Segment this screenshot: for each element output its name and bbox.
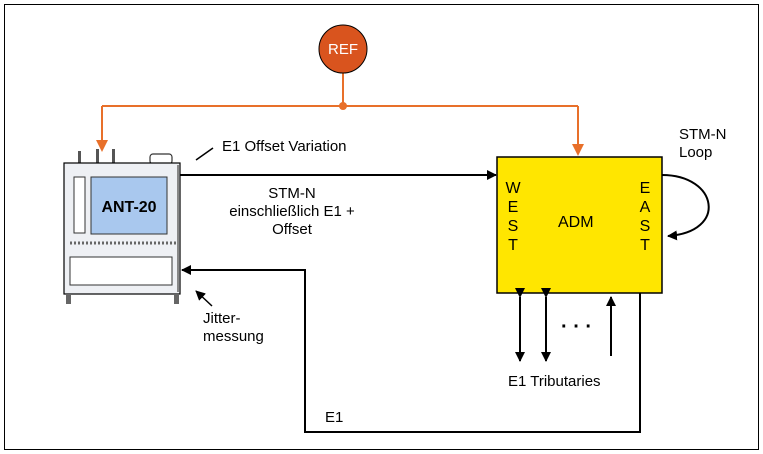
adm-east-letter: E xyxy=(639,180,651,197)
loop-label-line2: Loop xyxy=(679,144,713,161)
tester-foot xyxy=(66,294,71,304)
ref-label: REF xyxy=(328,41,358,58)
adm-east-letter: T xyxy=(640,237,650,254)
adm-label: ADM xyxy=(558,214,594,231)
stm-n-label: STM-N einschließlich E1 + Offset xyxy=(212,185,372,239)
tester-knob xyxy=(78,151,81,163)
adm-east-letter: A xyxy=(639,199,651,216)
ant20-tester: ANT-20 xyxy=(63,149,181,304)
adm-west-letter: T xyxy=(508,237,518,254)
jitter-pointer-line xyxy=(195,290,213,307)
jitter-label-line1: Jitter- xyxy=(203,310,241,327)
adm-west-letter: W xyxy=(505,180,521,197)
offset-pointer-line xyxy=(195,147,214,161)
ref-clock: REF xyxy=(96,24,584,156)
tester-left-panel xyxy=(73,176,86,234)
e1-return-line xyxy=(181,265,641,433)
loop-label: STM-N Loop xyxy=(679,126,727,162)
jitter-label-line2: messung xyxy=(203,328,264,345)
adm-east-letter: S xyxy=(639,218,651,235)
tributaries-label: E1 Tributaries xyxy=(508,373,601,390)
ref-circle xyxy=(318,24,368,74)
tester-screen xyxy=(90,176,168,235)
e1-return-label: E1 xyxy=(325,409,344,426)
adm-west-letter: S xyxy=(507,218,519,235)
tributary-arrows xyxy=(515,288,616,362)
stm-n-label-line1: STM-N xyxy=(268,185,316,202)
adm-west-letter: E xyxy=(507,199,519,216)
tester-knob xyxy=(96,149,99,163)
loop-label-line1: STM-N xyxy=(679,126,727,143)
stm-n-label-line2: einschließlich E1 + xyxy=(229,203,355,220)
tester-foot xyxy=(174,294,179,304)
stm-n-loop-arrow xyxy=(661,174,710,241)
offset-variation-label: E1 Offset Variation xyxy=(222,138,347,155)
tester-knob xyxy=(112,149,115,163)
stm-n-label-line3: Offset xyxy=(272,221,312,238)
jitter-label: Jitter- messung xyxy=(203,310,264,346)
tester-drawer xyxy=(69,256,173,286)
tester-label: ANT-20 xyxy=(101,199,156,216)
tributary-dots: · · · xyxy=(561,316,593,338)
adm-box xyxy=(496,156,663,294)
